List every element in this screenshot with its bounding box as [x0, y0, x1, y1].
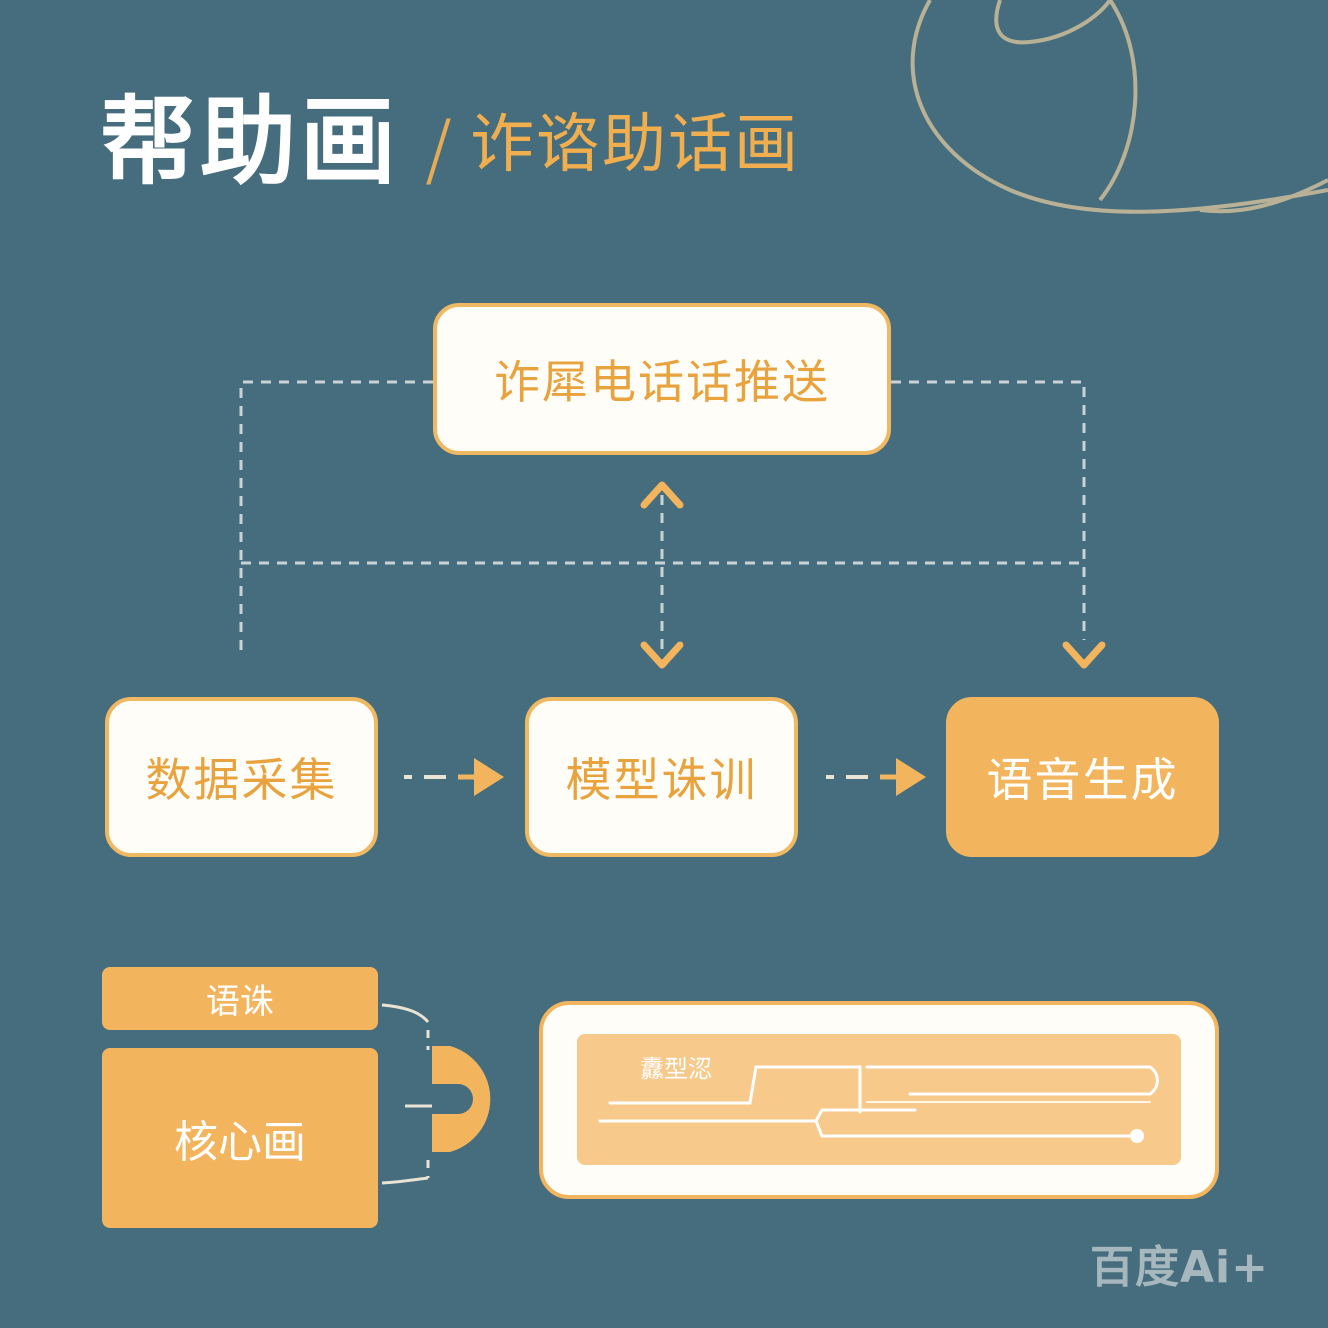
- page-subtitle: 诈谘助话画: [470, 108, 800, 182]
- flow-arrow-collect-to-train: [404, 758, 504, 796]
- tag-bracket-lines: [381, 1003, 432, 1185]
- node-speech-generation: 语音生成: [946, 697, 1219, 857]
- arrow-up-to-push: [640, 481, 684, 509]
- title-separator: /: [425, 103, 452, 196]
- page-title: 帮助画: [100, 86, 400, 198]
- arrow-down-to-train: [640, 641, 684, 669]
- circuit-panel-inner: [577, 1034, 1181, 1165]
- arrowheads: [640, 481, 1106, 669]
- decorative-curve-art: [910, 0, 1328, 214]
- dashed-connectors: [239, 380, 1086, 655]
- core-tag: 核心画: [102, 1048, 378, 1228]
- half-circle-connector: [432, 1046, 491, 1152]
- node-push: 诈犀电话话推送: [433, 303, 891, 455]
- node-model-training: 模型诛训: [525, 697, 798, 857]
- flow-arrow-train-to-generate: [826, 758, 926, 796]
- node-data-collection: 数据采集: [105, 697, 378, 857]
- arrow-down-to-generate: [1062, 641, 1106, 669]
- watermark-logo: 百度Ai+: [1090, 1242, 1270, 1293]
- small-tag: 语诛: [102, 967, 378, 1030]
- circuit-panel-label: 纛型涊: [640, 1055, 712, 1083]
